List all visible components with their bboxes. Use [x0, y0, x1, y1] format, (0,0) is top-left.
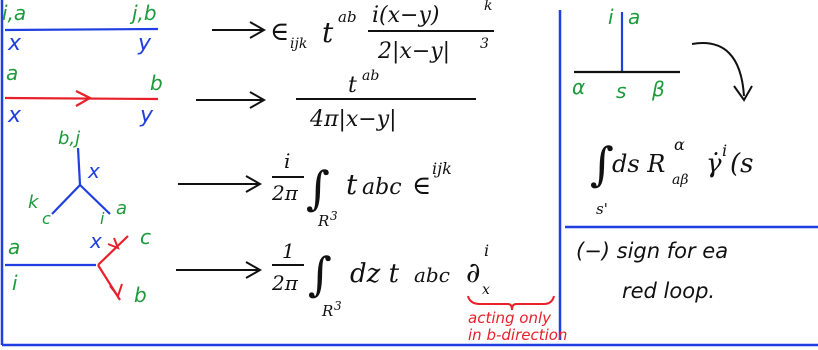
vertex-top-leg [76, 147, 82, 186]
mixed-center-label: x [89, 229, 102, 253]
panel-center-label: s [616, 79, 626, 103]
mixed-coeff-denominator: 2π [271, 271, 299, 295]
annotation-line-2: in b-direction [468, 326, 567, 344]
red-left-index: a [6, 61, 18, 85]
arrow-3 [178, 175, 263, 193]
blue-propagator-diagram: i,a j,b x y [2, 1, 159, 56]
panel-integrand-sub: aβ [672, 172, 688, 188]
panel-gamma-dot: γ̇ [706, 149, 722, 179]
epsilon-indices: ijk [290, 36, 307, 52]
mixed-left-index-bottom: i [12, 271, 18, 295]
vertex-right-leg [79, 184, 111, 215]
panel-gamma-index: i [722, 141, 727, 160]
vertex-integrand-t: t [346, 168, 358, 201]
panel-gamma-arg: (s [730, 149, 754, 179]
vertex-right-label: i [100, 209, 105, 228]
blue-right-index: j,b [129, 1, 157, 25]
mixed-derivative: ∂ [466, 256, 480, 289]
red-numerator-indices: ab [362, 68, 379, 84]
red-right-point: y [139, 103, 154, 128]
annotation-brace [467, 295, 555, 311]
arrow-4 [176, 261, 263, 279]
mixed-lower-arrow-icon [109, 283, 123, 299]
blue-vertex-diagram: b,j x k c i a [28, 128, 127, 228]
mixed-domain: R [321, 302, 333, 320]
red-left-point: x [7, 103, 22, 128]
vertex-domain: R [317, 212, 329, 230]
panel-top-sub: a [628, 5, 640, 29]
vertex-top-label: b,j [58, 128, 80, 149]
blue-left-index: i,a [2, 1, 26, 25]
vertex-coeff-denominator: 2π [271, 181, 299, 205]
red-numerator: t [348, 73, 357, 98]
mixed-integral-sign-icon: ∫ [308, 247, 332, 301]
integral-sign-icon: ∫ [306, 161, 330, 215]
red-propagator-formula: t ab 4π|x−y| [296, 68, 476, 132]
mixed-vertex-diagram: a i x c b [5, 225, 151, 307]
vertex-left-sub: c [42, 209, 51, 228]
vertex-epsilon: ∈ [412, 171, 431, 201]
generator-t: t [322, 16, 334, 49]
annotation-line-1: acting only [468, 309, 552, 327]
red-arrowhead-icon [75, 90, 93, 107]
arrow-2 [196, 91, 267, 109]
vertex-left-label: k [28, 192, 40, 213]
panel-note: (−) sign for ea red loop. [576, 239, 728, 303]
blue-right-point: y [137, 31, 152, 56]
vertex-center-label: x [87, 159, 100, 183]
red-propagator-diagram: a b x y [4, 61, 163, 128]
mixed-derivative-index: i [484, 241, 489, 260]
blue-propagator-line [4, 27, 159, 32]
mixed-upper-arrow-icon [107, 237, 120, 250]
blue-left-point: x [7, 31, 22, 56]
denominator-power: 3 [480, 36, 489, 52]
panel-note-line-1: (−) sign for ea [576, 239, 728, 263]
numerator-power: k [484, 0, 492, 14]
red-propagator-line [4, 96, 159, 101]
red-right-index: b [150, 71, 163, 95]
mixed-coeff-numerator: 1 [282, 239, 295, 263]
mixed-derivative-sub: x [482, 282, 490, 298]
mixed-left-index-top: a [8, 235, 20, 259]
blue-propagator-formula: ∈ ijk t ab i(x−y) k 2|x−y| 3 [270, 0, 494, 64]
generator-indices: ab [338, 8, 357, 26]
denominator-text: 2|x−y| [377, 39, 450, 64]
panel-left-label: α [572, 75, 585, 99]
vertex-integrand-indices: abc [362, 175, 402, 200]
blue-vertex-formula: i 2π ∫ R 3 t abc ∈ ijk [271, 149, 452, 230]
vertex-right-sub: a [116, 198, 127, 219]
panel-integrand-sup: α [674, 135, 685, 154]
mixed-integrand: dz t [350, 259, 400, 289]
panel-note-line-2: red loop. [622, 279, 715, 303]
mixed-domain-power: 3 [334, 299, 342, 313]
panel-integral-sign-icon: ∫ [590, 137, 614, 191]
panel-arrow [691, 42, 753, 102]
panel-integral-lower: s' [596, 200, 608, 218]
mixed-lower-label: b [134, 283, 147, 307]
epsilon-symbol: ∈ [270, 17, 289, 47]
wilson-line-diagram: i a α s β [572, 5, 680, 103]
mixed-vertex-formula: 1 2π ∫ R 3 dz t abc ∂ i x acting only in… [271, 239, 567, 344]
numerator-text: i(x−y) [372, 3, 439, 28]
mixed-integrand-indices: abc [414, 263, 450, 287]
vertex-left-leg [51, 184, 81, 215]
red-denominator: 4π|x−y| [309, 107, 397, 132]
vertex-epsilon-indices: ijk [432, 159, 452, 178]
panel-formula: ∫ s' ds R α aβ γ̇ i (s [590, 135, 754, 218]
panel-integrand: ds R [612, 150, 665, 178]
mixed-upper-label: c [140, 225, 151, 249]
panel-top-label: i [608, 5, 614, 29]
mixed-red-upper-leg [97, 235, 129, 266]
panel-right-label: β [651, 77, 665, 101]
vertex-coeff-numerator: i [284, 149, 290, 173]
vertex-domain-power: 3 [330, 209, 338, 223]
arrow-1 [212, 21, 267, 39]
